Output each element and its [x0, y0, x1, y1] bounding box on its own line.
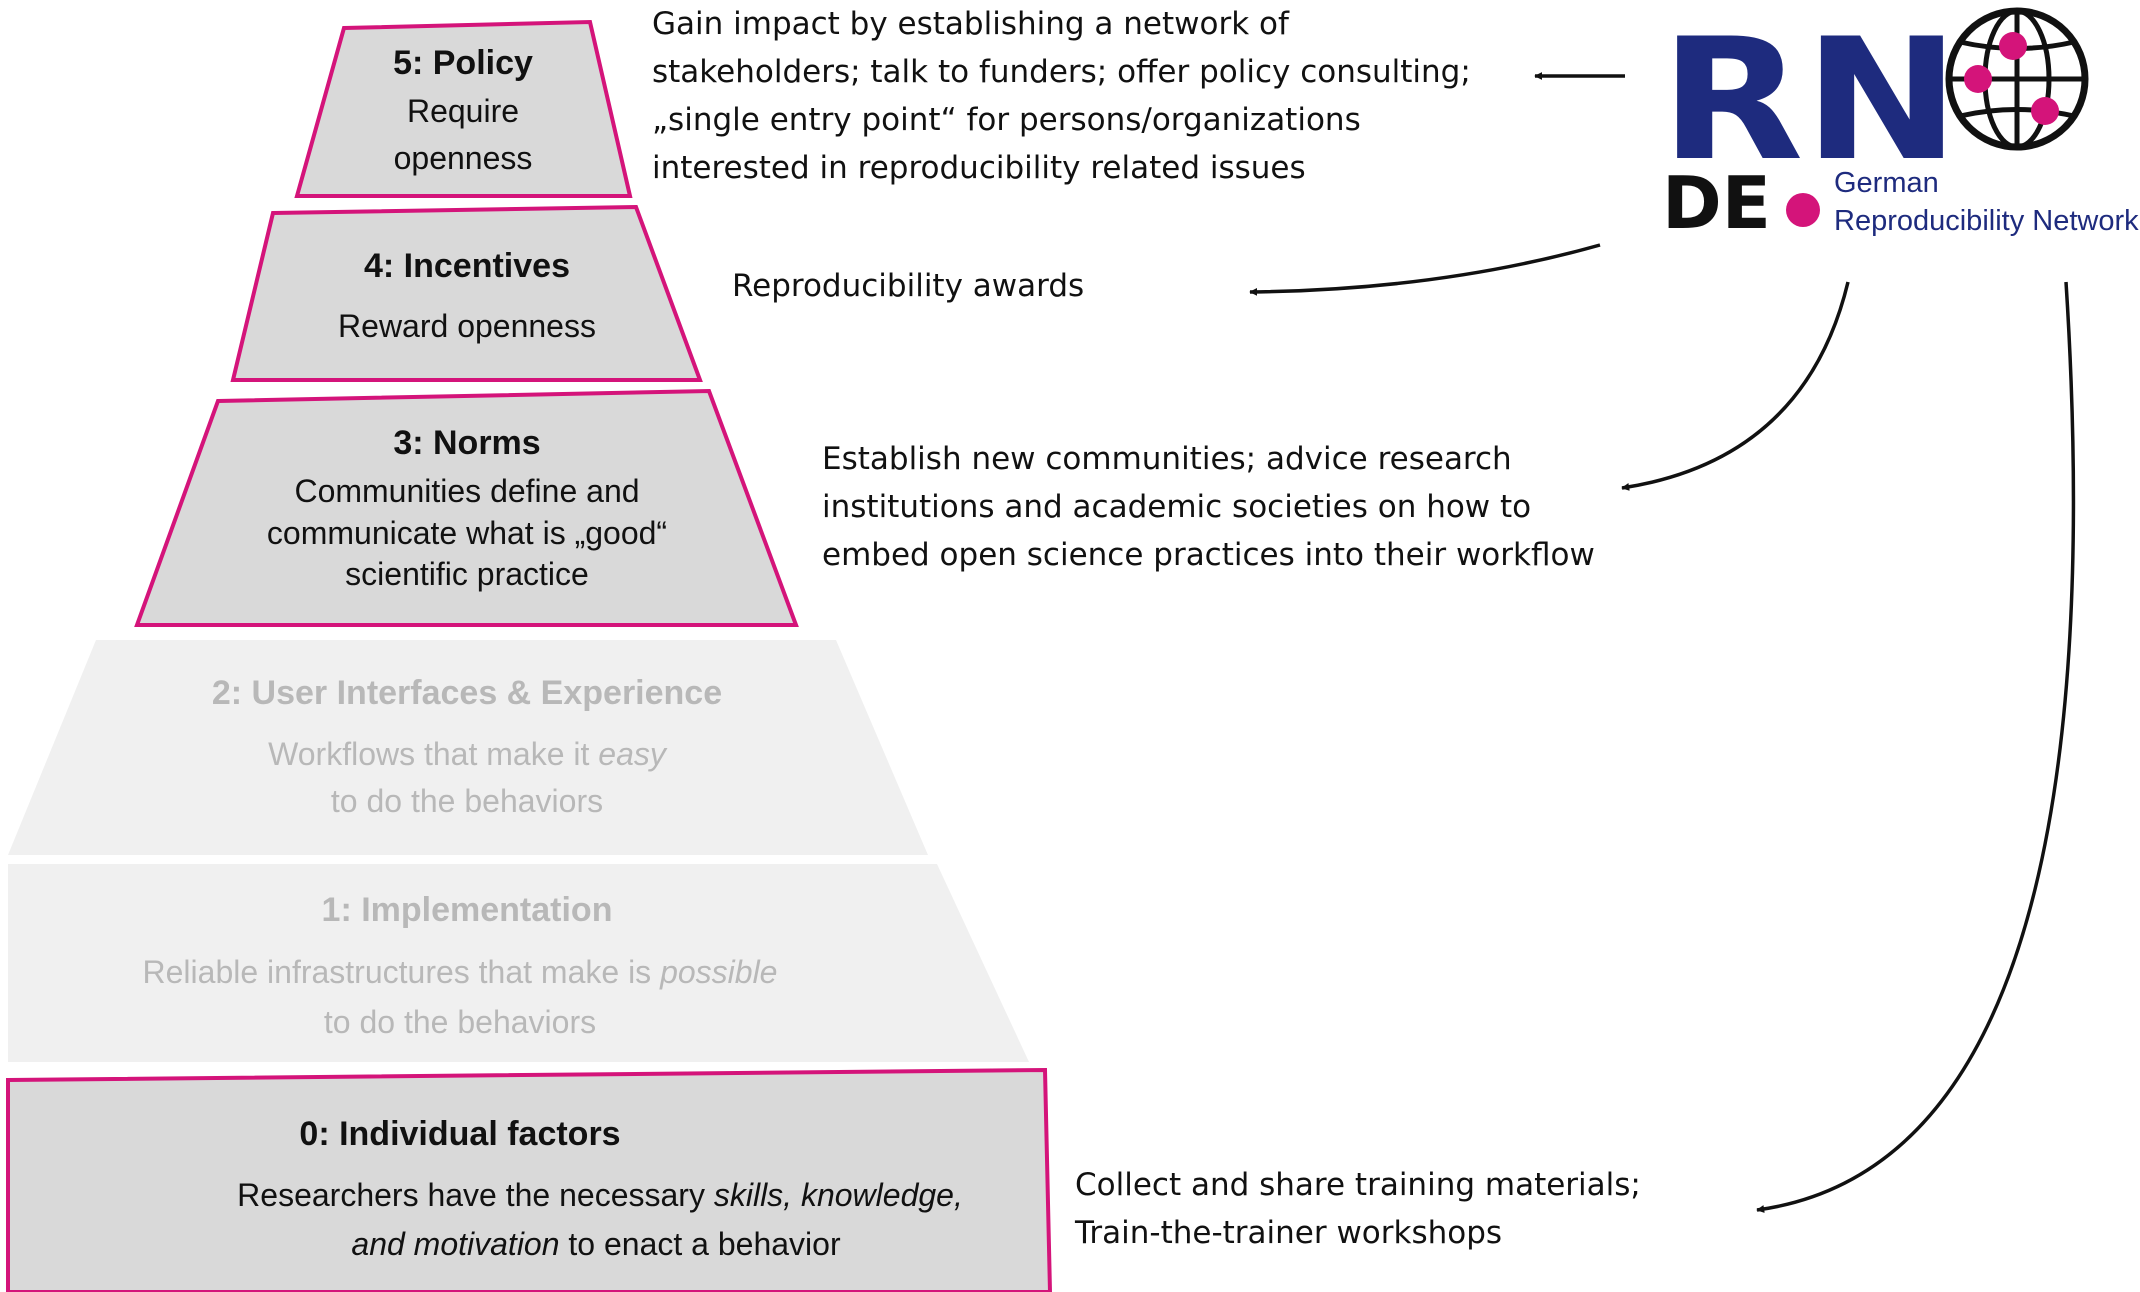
arrow-to-incentives [1249, 243, 1601, 296]
annotation-policy-line2: stakeholders; talk to funders; offer pol… [652, 54, 1471, 90]
level3-body-line1: Communities define and [294, 473, 639, 509]
annotation-policy-line3: „single entry point“ for persons/organiz… [652, 102, 1361, 138]
pyramid-level-3 [134, 388, 799, 627]
level0-body-line2: and motivation to enact a behavior [351, 1226, 841, 1262]
level3-body-line2: communicate what is „good“ [267, 515, 667, 551]
pyramid-level-1 [8, 864, 1029, 1062]
level5-body-line1: Require [407, 93, 519, 129]
annotation-individual-line1: Collect and share training materials; [1075, 1167, 1641, 1203]
annotation-norms-line3: embed open science practices into their … [822, 537, 1595, 573]
annotation-policy-line4: interested in reproducibility related is… [652, 150, 1306, 186]
level2-title: 2: User Interfaces & Experience [212, 674, 722, 712]
level1-body-plain: Reliable infrastructures that make is [143, 954, 661, 990]
level5-title: 5: Policy [393, 44, 533, 82]
level1-title: 1: Implementation [322, 891, 613, 929]
pyramid-level-5 [294, 19, 633, 198]
level4-title: 4: Incentives [364, 247, 570, 285]
level1-body-line1: Reliable infrastructures that make is po… [143, 954, 778, 990]
annotation-norms-line2: institutions and academic societies on h… [822, 489, 1531, 525]
level2-body-line2: to do the behaviors [331, 783, 603, 819]
level5-body-line2: openness [394, 140, 533, 176]
arrow-to-norms [1621, 281, 1850, 491]
level2-body-plain: Workflows that make it [268, 736, 598, 772]
level2-body-line1: Workflows that make it easy [268, 736, 668, 772]
pyramid-level-4 [230, 204, 703, 382]
logo-line1: German [1834, 167, 1939, 199]
level0-body-italic: skills, knowledge, [714, 1177, 963, 1213]
annotation-policy-line1: Gain impact by establishing a network of [652, 6, 1290, 42]
annotation-individual-line2: Train-the-trainer workshops [1074, 1215, 1502, 1251]
level0-body-line1: Researchers have the necessary skills, k… [237, 1177, 963, 1213]
rn-de-logo: RN DE German Reproducibility Network [1660, 2, 2139, 245]
logo-rn: RN [1660, 2, 1960, 198]
level1-body-line2: to do the behaviors [324, 1004, 596, 1040]
level0-title: 0: Individual factors [299, 1115, 620, 1153]
level1-body-italic: possible [659, 954, 777, 990]
level3-title: 3: Norms [393, 424, 540, 462]
globe-network-icon [1945, 7, 2089, 151]
pyramid-level-0 [6, 1067, 1053, 1292]
logo-dot [1786, 193, 1820, 227]
level4-body-line1: Reward openness [338, 308, 596, 344]
annotation-norms-line1: Establish new communities; advice resear… [822, 441, 1512, 477]
logo-line2: Reproducibility Network [1834, 205, 2139, 237]
annotation-incentives: Reproducibility awards [732, 268, 1084, 304]
level0-body-plain: Researchers have the necessary [237, 1177, 714, 1213]
level0-body-italic-2: and motivation [351, 1226, 559, 1262]
level2-body-italic: easy [598, 736, 668, 772]
level3-body-line3: scientific practice [345, 556, 589, 592]
arrow-to-individual [1756, 281, 2076, 1213]
logo-de: DE [1662, 161, 1771, 245]
pyramid-level-2 [8, 640, 928, 855]
level0-body-plain-2: to enact a behavior [560, 1226, 841, 1262]
